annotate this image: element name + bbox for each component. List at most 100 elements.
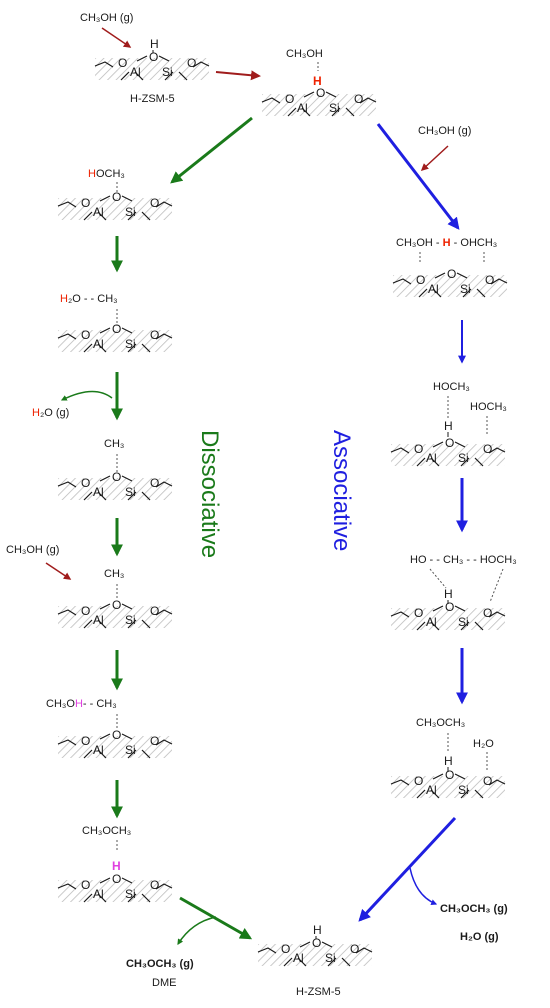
svg-text:O: O [81, 328, 90, 342]
svg-text:Si: Si [125, 485, 136, 499]
arrow-adsorb [215, 70, 261, 81]
diss-s5-adsorbate: CH₃OH- - CH₃ [46, 698, 118, 730]
surface-step1: O Al O Si O [261, 86, 377, 117]
svg-text:Si: Si [458, 451, 469, 465]
diss-s4-adsorbate: CH₃ [104, 568, 124, 600]
svg-text:O: O [81, 734, 90, 748]
svg-text:O: O [81, 878, 90, 892]
surface-diss-3: O Al O Si O [57, 470, 173, 501]
svg-text:H: H [112, 859, 121, 873]
diss-s3-adsorbate: CH₃ [104, 438, 124, 472]
svg-text:O: O [112, 470, 121, 484]
svg-text:O: O [445, 436, 454, 450]
svg-text:H: H [150, 37, 159, 51]
svg-text:Al: Al [297, 101, 308, 115]
svg-text:Si: Si [460, 282, 471, 296]
assoc-s4-adsorbate: CH₃OCH₃ H₂O H [416, 717, 494, 772]
svg-text:O: O [316, 86, 325, 100]
svg-text:Al: Al [426, 451, 437, 465]
svg-text:HO - - CH₃ - - HOCH₃: HO - - CH₃ - - HOCH₃ [410, 554, 517, 566]
svg-text:H: H [444, 587, 453, 601]
assoc-s3-adsorbate: HO - - CH₃ - - HOCH₃ H [410, 554, 517, 604]
surface-diss-4: O Al O Si O [57, 598, 173, 629]
svg-text:CH₃OCH₃: CH₃OCH₃ [82, 825, 131, 837]
assoc-products: CH₃OCH₃ (g) H₂O (g) [440, 903, 508, 943]
svg-text:Si: Si [329, 101, 340, 115]
dissociative-label: Dissociative [196, 430, 223, 558]
diss-s6-adsorbate: CH₃OCH₃ H [82, 825, 131, 873]
svg-text:HOCH₃: HOCH₃ [470, 401, 507, 413]
svg-text:Al: Al [93, 743, 104, 757]
svg-text:Si: Si [125, 743, 136, 757]
svg-text:O: O [447, 267, 456, 281]
diss-product: CH₃OCH₃ (g) DME [126, 958, 194, 989]
svg-text:HOCH₃: HOCH₃ [433, 381, 470, 393]
svg-text:O: O [187, 56, 196, 70]
svg-text:Al: Al [93, 887, 104, 901]
svg-text:O: O [354, 92, 363, 106]
svg-text:O: O [81, 196, 90, 210]
svg-text:O: O [112, 598, 121, 612]
svg-text:CH₃OH - H - OHCH₃: CH₃OH - H - OHCH₃ [396, 237, 497, 249]
svg-text:Al: Al [93, 337, 104, 351]
arrow-assoc-branch [376, 123, 460, 230]
surface-start: O Al O Si O H H-ZSM-5 [94, 37, 210, 105]
svg-text:O: O [350, 942, 359, 956]
arrow-assoc-products-release [409, 867, 438, 905]
svg-text:O: O [149, 50, 158, 64]
surface-diss-1: O Al O Si O [57, 190, 173, 221]
diss-methanol-in: CH₃OH (g) [6, 544, 72, 580]
surface-end: O Al O Si O H H-ZSM-5 [257, 923, 373, 998]
svg-text:Al: Al [428, 282, 439, 296]
arrow-diss-branch [170, 116, 253, 184]
svg-text:Si: Si [125, 337, 136, 351]
svg-text:Si: Si [458, 783, 469, 797]
svg-text:Al: Al [426, 615, 437, 629]
svg-text:H: H [313, 74, 322, 88]
svg-text:O: O [112, 190, 121, 204]
svg-text:H₂O (g): H₂O (g) [32, 407, 69, 419]
svg-text:H₂O: H₂O [473, 738, 494, 750]
svg-text:O: O [483, 442, 492, 456]
svg-text:O: O [416, 273, 425, 287]
diss-s2-adsorbate: H₂O - - CH₃ [60, 293, 118, 326]
svg-text:CH₃OCH₃: CH₃OCH₃ [416, 717, 465, 729]
svg-text:O: O [112, 322, 121, 336]
diss-s1-adsorbate: HOCH₃ [88, 168, 125, 194]
arrow-assoc-to-end [358, 816, 457, 922]
svg-text:Si: Si [125, 205, 136, 219]
svg-text:CH₃OCH₃ (g): CH₃OCH₃ (g) [440, 903, 508, 915]
svg-text:O: O [485, 273, 494, 287]
svg-text:H-ZSM-5: H-ZSM-5 [130, 93, 175, 105]
svg-text:Si: Si [125, 613, 136, 627]
svg-text:CH₃OH: CH₃OH [286, 48, 323, 60]
svg-text:Al: Al [293, 951, 304, 965]
svg-text:Si: Si [458, 615, 469, 629]
svg-text:CH₃OH (g): CH₃OH (g) [6, 544, 59, 556]
assoc-s2-adsorbate: HOCH₃ HOCH₃ H [433, 381, 507, 437]
svg-text:Al: Al [93, 613, 104, 627]
svg-text:CH₃OH (g): CH₃OH (g) [418, 125, 471, 137]
svg-text:H: H [444, 419, 453, 433]
svg-text:H₂O (g): H₂O (g) [460, 931, 499, 943]
surface-assoc-4: O Al O Si O [390, 768, 506, 799]
svg-text:O: O [150, 734, 159, 748]
svg-text:O: O [81, 476, 90, 490]
svg-text:CH₃: CH₃ [104, 568, 124, 580]
svg-text:Si: Si [125, 887, 136, 901]
svg-text:O: O [281, 942, 290, 956]
arrow-water-release [60, 390, 113, 401]
svg-text:CH₃OCH₃ (g): CH₃OCH₃ (g) [126, 958, 194, 970]
svg-text:O: O [150, 328, 159, 342]
reaction-arrows [60, 70, 468, 946]
svg-text:O: O [414, 606, 423, 620]
svg-text:Al: Al [93, 205, 104, 219]
svg-text:Al: Al [93, 485, 104, 499]
svg-text:O: O [445, 600, 454, 614]
svg-text:O: O [112, 872, 121, 886]
svg-text:O: O [118, 56, 127, 70]
arrow-dme-release [177, 916, 217, 946]
svg-text:H: H [313, 923, 322, 937]
assoc-s1-adsorbate: CH₃OH - H - OHCH₃ [396, 237, 497, 262]
